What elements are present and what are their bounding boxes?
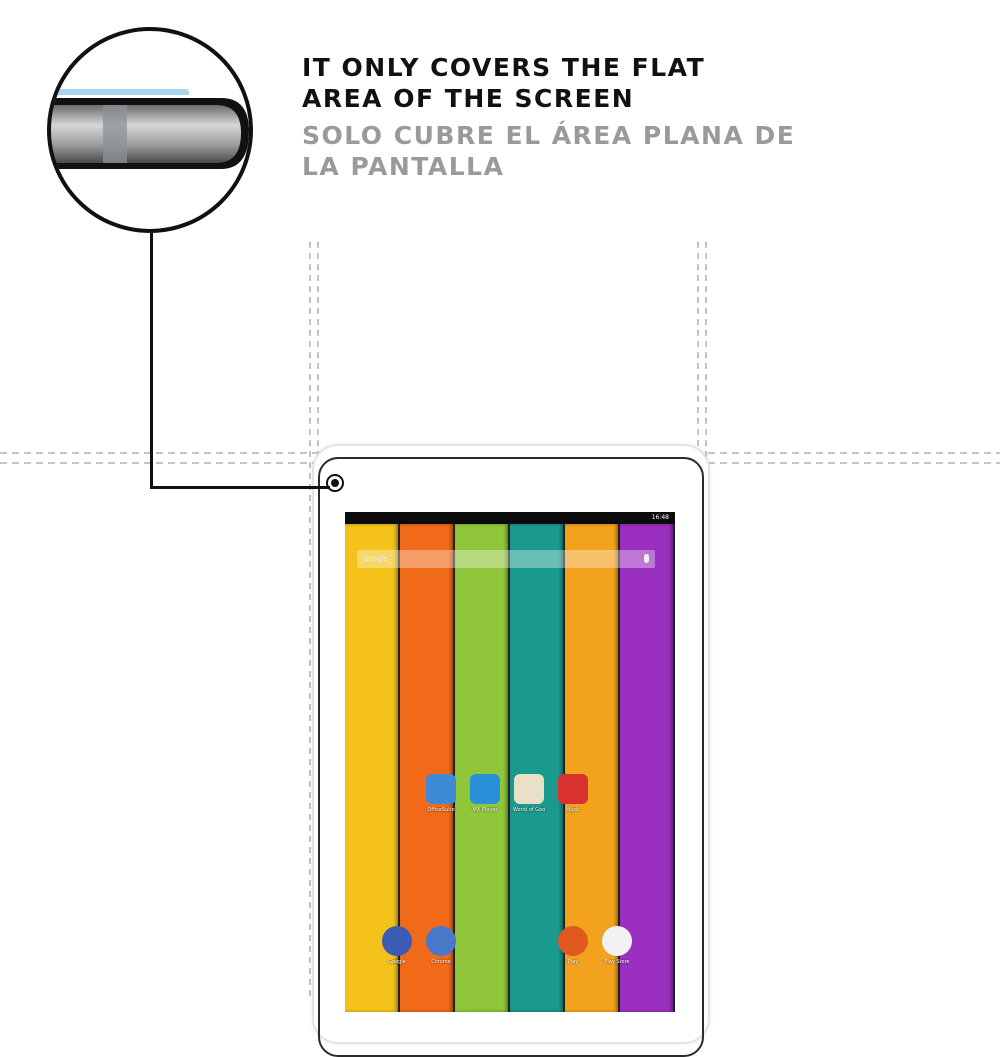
screen-protector-layer (51, 89, 189, 95)
front-camera (326, 474, 344, 492)
wallpaper-stripe (620, 524, 673, 1012)
device-edge-band (103, 105, 127, 163)
app-music[interactable]: Music (551, 774, 595, 813)
caption-spanish: SOLO CUBRE EL ÁREA PLANA DE LA PANTALLA (302, 120, 795, 182)
tablet-screen: 16:48 Google OfficeSuite MX Player World… (345, 512, 675, 1012)
caption-english-line1: IT ONLY COVERS THE FLAT (302, 53, 706, 82)
caption-english-line2: AREA OF THE SCREEN (302, 84, 635, 113)
zoom-detail-circle (47, 27, 253, 233)
microphone-icon[interactable] (644, 554, 649, 563)
dock-app-chrome[interactable]: Chrome (419, 926, 463, 965)
caption-english: IT ONLY COVERS THE FLAT AREA OF THE SCRE… (302, 52, 705, 114)
caption-spanish-line2: LA PANTALLA (302, 152, 505, 181)
app-label: World of Goo (512, 807, 546, 813)
status-bar: 16:48 (345, 512, 675, 524)
status-time: 16:48 (651, 514, 669, 521)
world-of-goo-icon (514, 774, 544, 804)
play-store-icon (602, 926, 632, 956)
callout-line-horizontal (150, 486, 330, 489)
guide-line-left-outer (309, 242, 311, 1000)
app-label: Music (565, 807, 581, 813)
app-video-player[interactable]: MX Player (463, 774, 507, 813)
video-player-icon (470, 774, 500, 804)
play-music-icon (558, 926, 588, 956)
officesuite-icon (426, 774, 456, 804)
chrome-icon (426, 926, 456, 956)
app-label: OfficeSuite (427, 807, 455, 813)
dock-app-play[interactable]: Play (551, 926, 595, 965)
search-bar[interactable]: Google (357, 550, 655, 568)
wallpaper-stripe (510, 524, 563, 1012)
wallpaper-stripe (455, 524, 508, 1012)
app-label: Play Store (604, 959, 630, 965)
dock-app-google[interactable]: Google (375, 926, 419, 965)
cross-section-diagram (51, 89, 249, 169)
dock-app-play-store[interactable]: Play Store (595, 926, 639, 965)
app-label: Play (567, 959, 579, 965)
google-search-icon (382, 926, 412, 956)
device-edge-metal (51, 105, 241, 163)
callout-line-vertical (150, 233, 153, 489)
music-icon (558, 774, 588, 804)
caption-spanish-line1: SOLO CUBRE EL ÁREA PLANA DE (302, 121, 796, 150)
search-placeholder: Google (363, 555, 388, 563)
app-world-of-goo[interactable]: World of Goo (507, 774, 551, 813)
app-label: MX Player (472, 807, 498, 813)
app-label: Google (388, 959, 406, 965)
app-officesuite[interactable]: OfficeSuite (419, 774, 463, 813)
app-label: Chrome (431, 959, 451, 965)
